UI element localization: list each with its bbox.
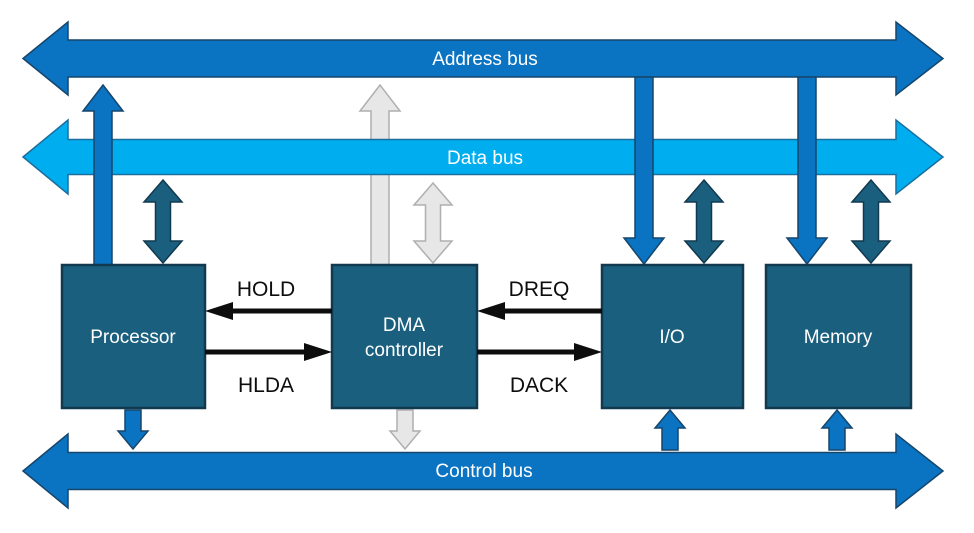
processor-data-bus-double-arrow <box>142 178 184 265</box>
control-bus-label: Control bus <box>435 461 532 482</box>
dreq-signal-label: DREQ <box>509 278 570 301</box>
address-bus-to-memory-arrow <box>785 76 829 266</box>
teal-double-arrows-group <box>142 178 892 265</box>
address-bus-group <box>21 20 945 97</box>
control-bus-group <box>21 432 945 510</box>
dma-controller-block-label-line2: controller <box>365 340 444 361</box>
processor-to-control-bus-arrow <box>116 409 150 451</box>
memory-data-bus-double-arrow <box>850 178 892 265</box>
blocks-group <box>60 263 913 410</box>
hlda-arrowhead <box>304 343 332 361</box>
dma-data-bus-connection-group <box>388 181 454 451</box>
data-bus-arrow <box>21 118 945 196</box>
hold-signal-label: HOLD <box>237 278 295 301</box>
hold-arrow-shaft <box>230 308 332 314</box>
dack-arrowhead <box>574 343 602 361</box>
dma-data-bus-double-arrow <box>412 181 454 265</box>
processor-block <box>60 263 207 410</box>
dreq-arrowhead <box>477 302 505 320</box>
dma-controller-block-label-line1: DMA <box>383 315 426 336</box>
address-bus-to-io-arrow <box>622 76 666 266</box>
hlda-signal-label: HLDA <box>238 374 294 397</box>
control-bus-to-io-arrow <box>653 408 687 451</box>
memory-block-label: Memory <box>804 327 873 348</box>
control-bus-connections-group <box>116 408 854 451</box>
control-bus-to-memory-arrow <box>820 408 854 451</box>
memory-block <box>764 263 913 410</box>
signal-arrows-group <box>205 302 602 361</box>
io-data-bus-double-arrow <box>683 178 725 265</box>
io-block <box>600 263 745 410</box>
dma-controller-block <box>330 263 479 410</box>
dack-arrow-shaft <box>477 349 577 355</box>
hold-arrowhead <box>205 302 233 320</box>
data-bus-group <box>21 118 945 196</box>
address-bus-arrow <box>21 20 945 97</box>
dreq-arrow-shaft <box>500 308 602 314</box>
dma-to-control-bus-arrow <box>388 409 422 451</box>
hlda-arrow-shaft <box>205 349 307 355</box>
dack-signal-label: DACK <box>510 374 568 397</box>
io-block-label: I/O <box>659 327 684 348</box>
data-bus-label: Data bus <box>447 148 523 169</box>
control-bus-arrow <box>21 432 945 510</box>
address-bus-label: Address bus <box>432 49 538 70</box>
processor-block-label: Processor <box>90 327 176 348</box>
